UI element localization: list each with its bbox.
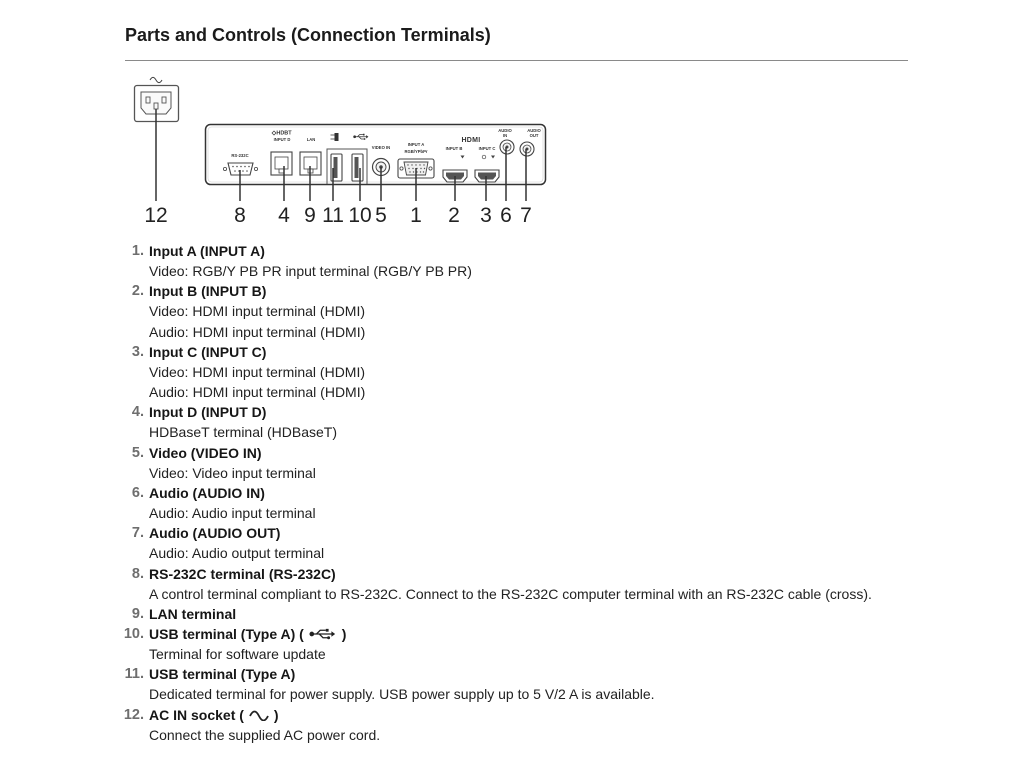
list-item: 8. RS-232C terminal (RS-232C) A control t… — [0, 564, 1024, 604]
usb-update-port — [351, 153, 364, 182]
callout-4: 4 — [278, 204, 290, 227]
rs232c-label: RS-232C — [231, 153, 248, 158]
item-description: Audio: Audio input terminal — [149, 505, 316, 522]
item-description: Video: Video input terminal — [149, 464, 316, 481]
callout-10: 10 — [348, 204, 371, 227]
item-description: Terminal for software update — [149, 646, 326, 663]
audio-in-jack: AUDIO IN — [498, 128, 515, 155]
hdbaset-logo-icon — [271, 130, 277, 136]
usb-port-group — [326, 148, 368, 184]
callout-11: 11 — [322, 204, 344, 227]
item-title: LAN terminal — [149, 605, 237, 622]
rs232c-port: RS-232C — [222, 153, 258, 176]
list-item: 11. USB terminal (Type A) Dedicated termi… — [0, 664, 1024, 704]
callout-3: 3 — [480, 204, 492, 227]
item-description: Audio: Audio output terminal — [149, 545, 325, 562]
title-divider — [125, 60, 908, 61]
audio-in-label: IN — [503, 133, 507, 138]
callout-7: 7 — [520, 204, 532, 227]
item-title: USB terminal (Type A) () — [149, 626, 346, 642]
item-description: Connect the supplied AC power cord. — [149, 726, 381, 743]
item-description: HDBaseT terminal (HDBaseT) — [149, 424, 338, 441]
arrow-icon — [491, 155, 495, 159]
item-number: 4. — [131, 404, 144, 421]
input-d-label: INPUT D — [274, 137, 291, 142]
page-title: Parts and Controls (Connection Terminals… — [125, 25, 491, 45]
usb-icon — [353, 133, 369, 140]
callout-1: 1 — [410, 204, 422, 227]
item-number: 10. — [123, 625, 144, 642]
input-c-port: INPUT C — [474, 146, 500, 183]
item-title-end: ) — [273, 706, 279, 723]
item-description: Video: HDMI input terminal (HDMI) — [149, 303, 366, 320]
item-title: RS-232C terminal (RS-232C) — [149, 565, 336, 582]
item-number: 3. — [131, 343, 144, 360]
input-a-sublabel: RGB/YPbPr — [404, 149, 427, 154]
ac-power-icon — [249, 710, 269, 721]
usb-icon — [309, 628, 335, 640]
item-number: 5. — [131, 444, 144, 461]
item-title: Video (VIDEO IN) — [149, 444, 262, 461]
item-title-text: AC IN socket ( — [149, 706, 244, 723]
arrow-icon — [460, 155, 465, 159]
item-number: 11. — [124, 666, 144, 683]
callout-6: 6 — [500, 204, 512, 227]
list-item: 3. Input C (INPUT C) Video: HDMI input te… — [0, 342, 1024, 402]
item-title: Input C (INPUT C) — [149, 343, 267, 360]
hdbaset-logo: HDBT — [276, 131, 292, 137]
item-title: Audio (AUDIO OUT) — [149, 525, 281, 542]
list-item: 1. Input A (INPUT A) Video: RGB/Y PB PR i… — [0, 241, 1024, 281]
list-item: 9. LAN terminal — [0, 604, 1024, 624]
item-number: 2. — [131, 283, 144, 300]
item-title-end: ) — [341, 625, 347, 642]
usb-power-icon — [330, 133, 339, 141]
input-a-label: INPUT A — [408, 142, 425, 147]
item-description: Dedicated terminal for power supply. USB… — [149, 686, 655, 703]
list-item: 5. Video (VIDEO IN) Video: Video input te… — [0, 443, 1024, 483]
list-item: 6. Audio (AUDIO IN) Audio: Audio input te… — [0, 483, 1024, 523]
callout-12: 12 — [144, 204, 167, 227]
audio-out-label: AUDIO — [527, 128, 541, 133]
item-title-text: USB terminal (Type A) ( — [149, 625, 304, 642]
item-title: Audio (AUDIO IN) — [149, 484, 265, 501]
list-item: 12. AC IN socket () Connect the supplied … — [0, 705, 1024, 745]
audio-out-label: OUT — [530, 133, 539, 138]
list-item: 7. Audio (AUDIO OUT) Audio: Audio output … — [0, 523, 1024, 563]
callout-8: 8 — [234, 204, 246, 227]
item-number: 1. — [131, 243, 144, 259]
audio-in-label: AUDIO — [498, 128, 512, 133]
item-description: Audio: HDMI input terminal (HDMI) — [149, 384, 366, 401]
item-description: Video: RGB/Y PB PR input terminal (RGB/Y… — [149, 263, 472, 280]
hdmi-logo: HDMI — [461, 137, 480, 144]
callout-5: 5 — [375, 204, 387, 227]
item-title: Input D (INPUT D) — [149, 404, 267, 421]
item-title: Input A (INPUT A) — [149, 243, 265, 259]
item-number: 6. — [131, 484, 144, 501]
callout-2: 2 — [448, 204, 460, 227]
input-d-port: HDBT INPUT D — [270, 130, 293, 176]
lan-label: LAN — [307, 137, 316, 142]
ac-symbol-icon — [149, 76, 163, 84]
circle-icon — [481, 154, 487, 160]
item-title: Input B (INPUT B) — [149, 283, 267, 300]
connection-terminals-diagram: 12 RS-232C 8 HDBT INPUT D 4 LAN 9 — [133, 76, 547, 227]
item-number: 9. — [131, 605, 144, 622]
item-description: Audio: HDMI input terminal (HDMI) — [149, 323, 366, 340]
terminal-list: 1. Input A (INPUT A) Video: RGB/Y PB PR i… — [0, 241, 1024, 745]
item-number: 8. — [131, 565, 144, 582]
item-number: 12. — [123, 706, 144, 723]
item-number: 7. — [131, 525, 144, 542]
item-title: USB terminal (Type A) — [149, 666, 296, 683]
callout-9: 9 — [304, 204, 316, 227]
input-b-label: INPUT B — [446, 146, 463, 151]
item-description: A control terminal compliant to RS-232C.… — [149, 585, 872, 602]
input-c-label: INPUT C — [479, 146, 496, 151]
video-in-label: VIDEO IN — [372, 145, 390, 150]
list-item: 4. Input D (INPUT D) HDBaseT terminal (HD… — [0, 402, 1024, 442]
list-item: 2. Input B (INPUT B) Video: HDMI input te… — [0, 281, 1024, 341]
item-description: Video: HDMI input terminal (HDMI) — [149, 363, 366, 380]
ac-in-socket — [133, 76, 180, 123]
list-item: 10. USB terminal (Type A) () Terminal for… — [0, 624, 1024, 664]
item-title: AC IN socket () — [149, 707, 279, 723]
